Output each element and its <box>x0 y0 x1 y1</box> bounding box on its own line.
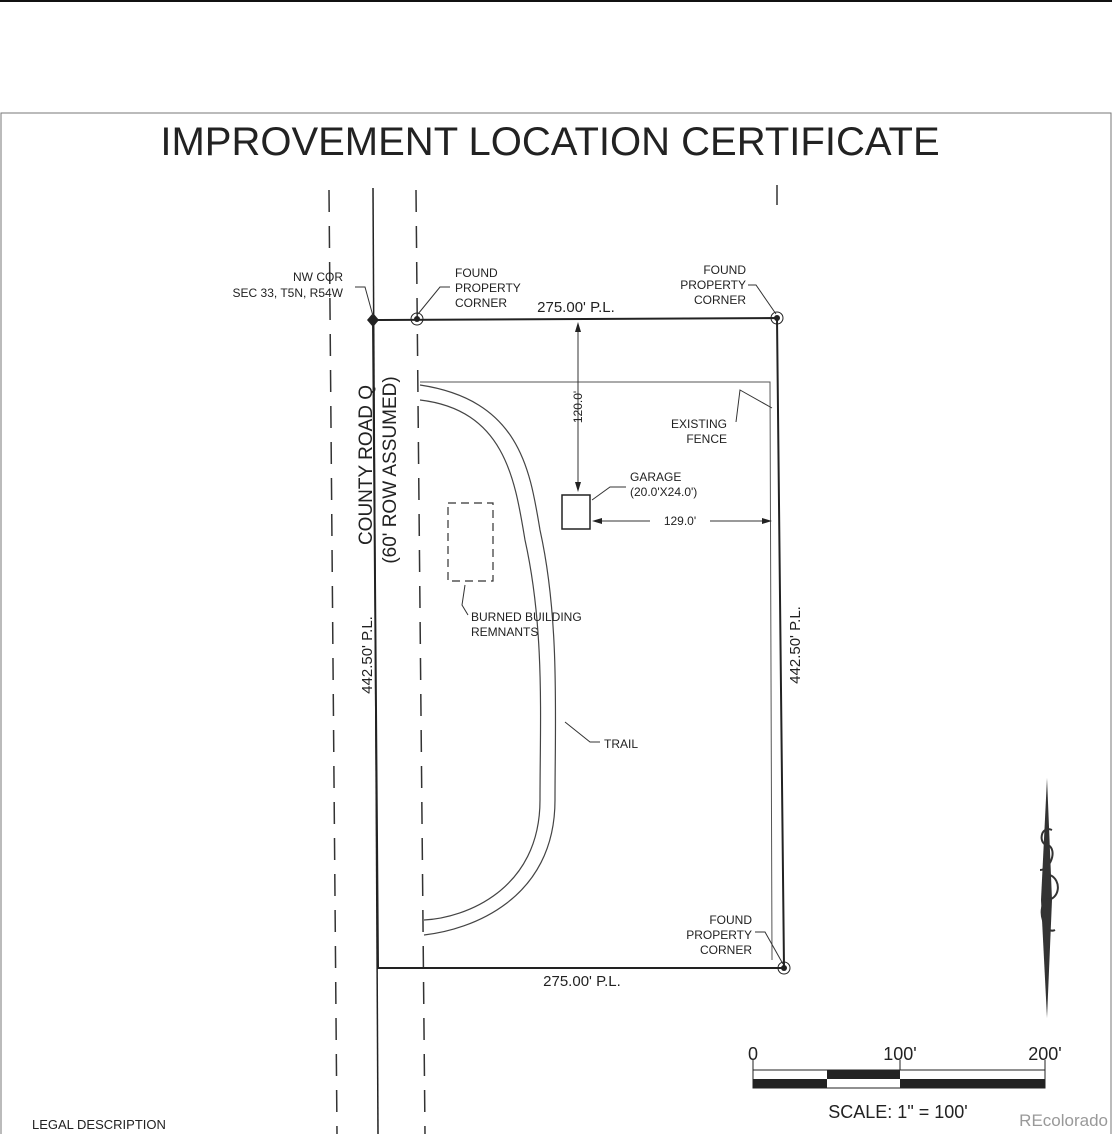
garage <box>561 494 591 530</box>
garage-label: (20.0'X24.0') <box>630 485 697 499</box>
legal-description-heading: LEGAL DESCRIPTION <box>32 1117 166 1132</box>
scale-text: SCALE: 1" = 100' <box>828 1102 967 1122</box>
nw-section-corner-icon <box>367 313 379 327</box>
found-corner-label: CORNER <box>694 293 746 307</box>
watermark: REcolorado <box>1019 1111 1108 1130</box>
scale-tick: 200' <box>1028 1044 1061 1064</box>
fence-label: EXISTING <box>671 417 727 431</box>
scale-tick: 0 <box>748 1044 758 1064</box>
garage-label: GARAGE <box>630 470 681 484</box>
fence-label: FENCE <box>686 432 727 446</box>
nw-corner-label: SEC 33, T5N, R54W <box>233 286 344 300</box>
road-name: COUNTY ROAD Q <box>356 385 377 545</box>
scale-bar <box>752 1060 1046 1089</box>
found-corner-label: FOUND <box>703 263 746 277</box>
found-corner-label: PROPERTY <box>680 278 746 292</box>
document-frame <box>0 112 1112 1134</box>
top-line-dimension: 275.00' P.L. <box>537 299 615 316</box>
trail-inner <box>419 399 542 921</box>
garage-setback-east: 129.0' <box>664 514 696 528</box>
east-line-dimension: 442.50' P.L. <box>787 606 804 684</box>
road-row-line-west <box>328 189 338 1134</box>
found-corner-icon <box>410 312 424 326</box>
road-row-line-east <box>415 189 426 1134</box>
found-corner-icon <box>770 311 784 325</box>
found-corner-label: CORNER <box>700 943 752 957</box>
document-title: IMPROVEMENT LOCATION CERTIFICATE <box>160 120 939 164</box>
north-arrow-icon <box>1039 778 1059 1018</box>
found-corner-label: FOUND <box>709 913 752 927</box>
found-corner-label: PROPERTY <box>686 928 752 942</box>
nw-corner-label: NW COR <box>293 270 343 284</box>
bottom-line-dimension: 275.00' P.L. <box>543 973 621 990</box>
burned-building-label: BURNED BUILDING <box>471 610 582 624</box>
burned-building-label: REMNANTS <box>471 625 538 639</box>
road-row: (60' ROW ASSUMED) <box>380 376 401 563</box>
found-corner-label: FOUND <box>455 266 498 280</box>
existing-fence <box>420 381 773 961</box>
burned-building-remnants <box>447 502 494 582</box>
trail-label: TRAIL <box>604 737 638 751</box>
found-corner-label: CORNER <box>455 296 507 310</box>
west-line-dimension: 442.50' P.L. <box>359 616 376 694</box>
trail-outer <box>419 384 557 936</box>
found-corner-icon <box>777 961 791 975</box>
garage-setback-north: 120.0' <box>571 391 585 423</box>
found-corner-label: PROPERTY <box>455 281 521 295</box>
scale-tick: 100' <box>883 1044 916 1064</box>
